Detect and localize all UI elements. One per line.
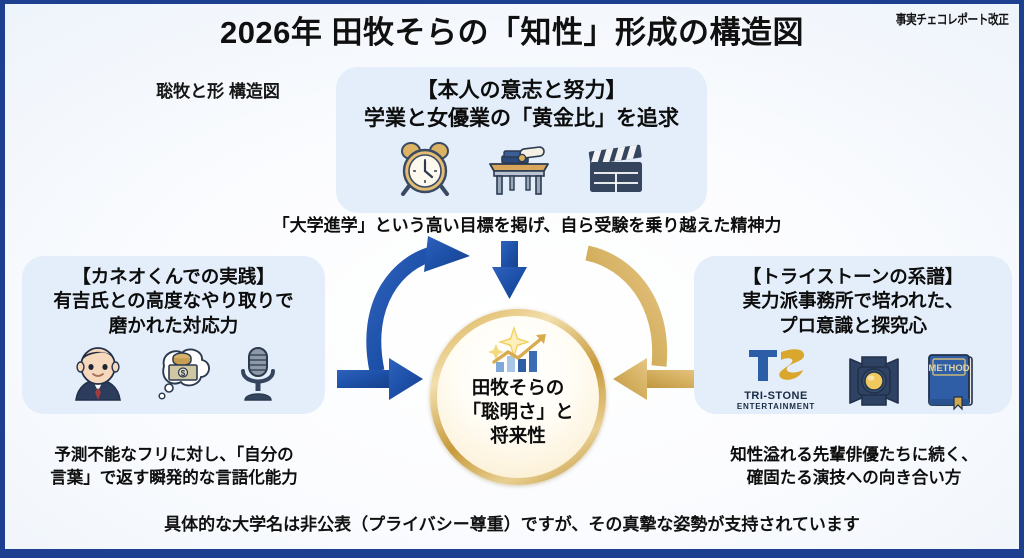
caption-practice: 予測不能なフリに対し、「自分の 言葉」で返す瞬発的な言語化能力: [50, 446, 298, 488]
panel-lineage-icons: TRI-STONE ENTERTAINMENT METHOD: [694, 346, 1012, 411]
sparkle-growth-chart-icon: [488, 326, 546, 372]
footer-note: 具体的な大学名は非公表（プライバシー尊重）ですが、その真摯な姿勢が支持されていま…: [164, 515, 860, 534]
caption-lineage: 知性溢れる先輩俳優たちに続く、 確固たる演技への向き合い方: [730, 446, 978, 488]
hub-label: 田牧そらの 「聡明さ」と 将来性: [462, 377, 574, 447]
studio-spotlight-icon: [849, 356, 899, 407]
method-book-icon: METHOD: [928, 354, 973, 411]
arrow-left-gold: [613, 358, 703, 400]
panel-lineage: 【トライストーンの系譜】 実力派事務所で培われた、 プロ意識と探究心 TRI-S…: [694, 256, 1012, 414]
panel-effort-title: 【本人の意志と努力】 学業と女優業の「黄金比」を追求: [364, 79, 679, 130]
study-desk-icon: [488, 146, 549, 196]
panel-lineage-title: 【トライストーンの系譜】 実力派事務所で培われた、 プロ意識と探究心: [742, 266, 964, 336]
arrow-down-blue: [492, 241, 527, 299]
page-title: 2026年 田牧そらの「知性」形成の構造図: [219, 15, 805, 50]
alarm-clock-icon: [400, 142, 449, 197]
panel-effort: 【本人の意志と努力】 学業と女優業の「黄金比」を追求: [336, 67, 707, 213]
tri-stone-logo-icon: TRI-STONE ENTERTAINMENT: [728, 346, 824, 411]
panel-practice-icons: $: [22, 344, 325, 402]
tri-stone-logo-subtitle: ENTERTAINMENT: [736, 402, 816, 412]
side-label: 聡牧と形 構造図: [156, 82, 280, 101]
center-hub: 田牧そらの 「聡明さ」と 将来性: [430, 309, 606, 485]
microphone-icon: [240, 347, 275, 401]
corner-note: 事実チェコレポート改正: [896, 12, 1009, 27]
tri-stone-monogram-icon: [749, 349, 805, 382]
panel-practice-title: 【カネオくんでの実践】 有吉氏との高度なやり取りで 磨かれた対応力: [53, 266, 294, 336]
caption-effort: 「大学進学」という高い目標を掲げ、自ら受験を乗り越えた精神力: [272, 216, 782, 235]
clapperboard-icon: [588, 145, 642, 193]
money-thought-bubble-icon: $: [157, 348, 210, 400]
svg-text:$: $: [180, 369, 185, 378]
panel-practice: 【カネオくんでの実践】 有吉氏との高度なやり取りで 磨かれた対応力: [22, 256, 325, 414]
hub-inner-circle: 田牧そらの 「聡明さ」と 将来性: [437, 316, 599, 478]
arrow-right-blue: [337, 358, 423, 400]
method-book-label: METHOD: [928, 363, 969, 374]
tri-stone-logo-name: TRI-STONE: [744, 390, 808, 403]
businessman-avatar-icon: [74, 347, 121, 402]
panel-effort-icons: [336, 140, 707, 197]
